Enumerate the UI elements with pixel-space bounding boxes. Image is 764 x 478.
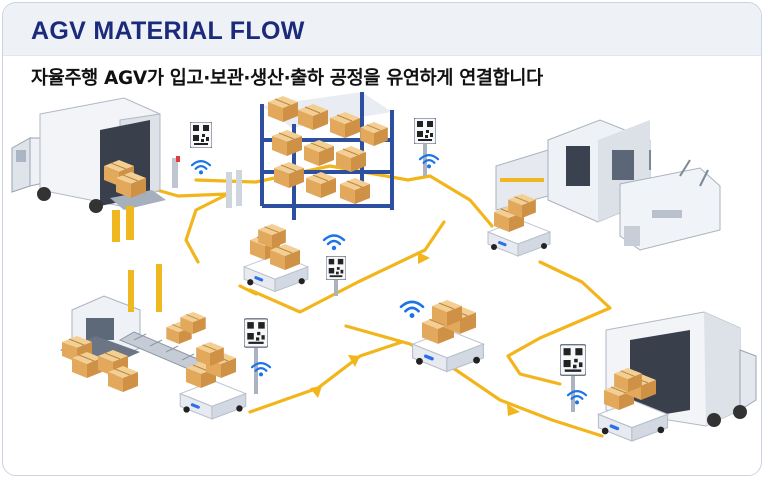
flow-path xyxy=(148,164,612,438)
qr-code-icon xyxy=(560,344,586,376)
header-band xyxy=(3,3,761,56)
qr-code-icon xyxy=(326,256,346,280)
page-title: AGV MATERIAL FLOW xyxy=(31,17,305,45)
wifi-icon xyxy=(399,300,425,320)
page-subtitle: 자율주행 AGV가 입고·보관·생산·출하 공정을 유연하게 연결합니다 xyxy=(31,68,543,89)
conveyor-station-icon xyxy=(60,264,216,392)
wifi-icon xyxy=(566,390,588,406)
storage-rack-icon xyxy=(260,92,394,220)
scanner-gate-icon xyxy=(172,122,242,208)
production-machine-icon xyxy=(495,119,721,251)
qr-code-icon xyxy=(190,122,212,148)
wifi-icon xyxy=(418,154,440,170)
wifi-icon xyxy=(322,234,346,252)
agv-icon xyxy=(411,300,485,373)
wifi-icon xyxy=(190,160,212,176)
qr-code-icon xyxy=(414,118,436,144)
qr-code-icon xyxy=(244,318,268,348)
inbound-truck-icon xyxy=(11,97,166,242)
agv-icon xyxy=(243,224,309,293)
agv-icon xyxy=(179,342,247,420)
